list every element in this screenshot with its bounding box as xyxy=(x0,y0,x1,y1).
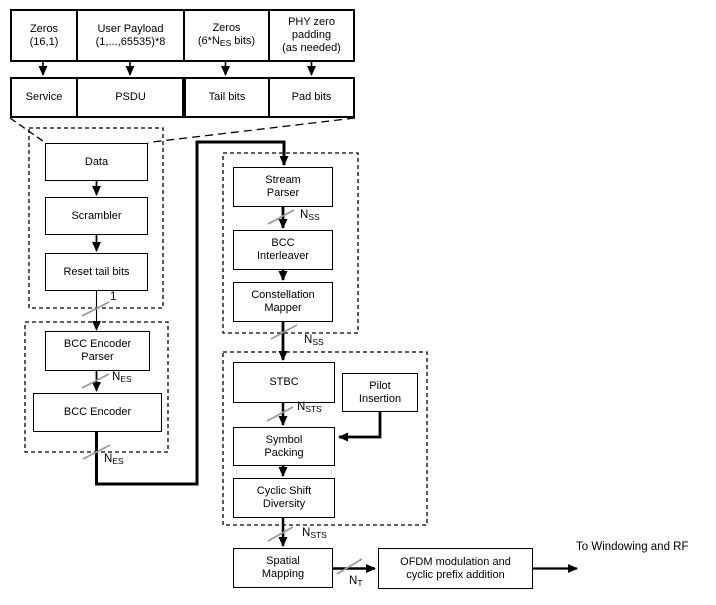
slash-nss-2 xyxy=(270,324,298,340)
block-label: BCC Encoder xyxy=(63,406,132,418)
field-user-payload: User Payload (1,...,65535)*8 xyxy=(78,11,183,60)
field-text: Service xyxy=(25,91,63,103)
field-tail-bits: Tail bits xyxy=(186,79,268,116)
block-constellation-mapper: Constellation Mapper xyxy=(233,282,333,322)
wire-label-one: 1 xyxy=(110,291,117,303)
wire-pilot-symbolpacking xyxy=(338,412,382,442)
output-label: To Windowing and RF xyxy=(576,541,689,553)
field-text: PHY zero xyxy=(288,16,335,28)
wire-label-nt: NT xyxy=(349,575,363,588)
slash-nt xyxy=(336,558,363,575)
field-text: User Payload xyxy=(97,22,164,35)
block-label: Cyclic Shift xyxy=(256,485,312,497)
block-scrambler: Scrambler xyxy=(45,197,148,235)
field-text: Zeros xyxy=(29,22,59,35)
wire-label-nes-2: NES xyxy=(104,453,124,466)
block-label: BCC Encoder xyxy=(63,338,132,350)
block-label: Pilot xyxy=(369,379,391,392)
block-label: cyclic prefix addition xyxy=(406,568,505,581)
slash-one xyxy=(81,301,110,317)
field-service: Service xyxy=(12,79,76,116)
block-label: STBC xyxy=(269,376,299,388)
ppdu-field-row: Service PSDU Tail bits Pad bits xyxy=(10,77,355,118)
block-bcc-encoder-parser: BCC Encoder Parser xyxy=(45,331,150,371)
block-cyclic-shift-diversity: Cyclic Shift Diversity xyxy=(233,478,335,518)
field-psdu: PSDU xyxy=(78,79,183,116)
field-text: padding xyxy=(291,29,332,41)
field-text: PSDU xyxy=(115,91,146,103)
block-data: Data xyxy=(45,143,148,181)
block-symbol-packing: Symbol Packing xyxy=(233,427,335,466)
block-label: OFDM modulation and xyxy=(400,555,511,568)
field-zeros-tail: Zeros (6*NES bits) xyxy=(185,11,268,60)
block-label: Scrambler xyxy=(71,209,122,222)
block-label: Parser xyxy=(81,351,114,363)
field-text: Pad bits xyxy=(291,91,332,103)
block-bcc-interleaver: BCC Interleaver xyxy=(233,230,333,270)
ppdu-source-row: Zeros (16,1) User Payload (1,...,65535)*… xyxy=(10,9,355,62)
block-pilot-insertion: Pilot Insertion xyxy=(342,373,418,412)
block-reset-tail-bits: Reset tail bits xyxy=(45,253,148,291)
expansion-dashes xyxy=(9,117,356,144)
block-label: Reset tail bits xyxy=(63,265,130,278)
block-label: Insertion xyxy=(358,392,402,405)
wire-label-nes-1: NES xyxy=(112,371,132,384)
block-ofdm-modulation: OFDM modulation and cyclic prefix additi… xyxy=(378,548,533,589)
block-label: BCC xyxy=(271,237,295,249)
divider xyxy=(76,11,78,60)
divider xyxy=(268,79,270,116)
field-pad-bits: Pad bits xyxy=(270,79,353,116)
block-label: Spatial xyxy=(266,555,300,567)
divider xyxy=(268,11,270,60)
wire-label-nsts-1: NSTS xyxy=(297,401,322,414)
block-label: Mapping xyxy=(261,568,305,580)
slash-nss-1 xyxy=(267,209,295,225)
field-text: (as needed) xyxy=(282,42,341,54)
slash-nsts-2 xyxy=(267,526,294,542)
wire-label-nss-1: NSS xyxy=(300,209,320,222)
block-bcc-encoder: BCC Encoder xyxy=(33,393,162,432)
divider-thick xyxy=(182,79,186,116)
block-label: Packing xyxy=(264,446,304,459)
dashed-groups xyxy=(24,127,428,526)
block-label: Data xyxy=(84,155,109,168)
field-text: (16,1) xyxy=(29,35,59,48)
divider xyxy=(183,11,185,60)
block-stbc: STBC xyxy=(233,362,335,403)
field-text: (1,...,65535)*8 xyxy=(95,35,166,48)
wire-label-nss-2: NSS xyxy=(304,334,324,347)
block-label: Symbol xyxy=(265,433,303,446)
block-label: Parser xyxy=(266,187,300,199)
field-text: (6*NES bits) xyxy=(197,34,256,48)
block-label: Stream xyxy=(265,174,301,186)
block-label: Diversity xyxy=(262,498,306,510)
field-phy-zero-padding: PHY zero padding (as needed) xyxy=(270,11,353,60)
block-label: Constellation xyxy=(251,289,315,301)
block-stream-parser: Stream Parser xyxy=(233,167,333,207)
field-text: Tail bits xyxy=(208,91,246,103)
divider xyxy=(76,79,78,116)
slash-nsts-1 xyxy=(266,406,294,422)
slash-nes-1 xyxy=(81,373,110,389)
field-zeros-service: Zeros (16,1) xyxy=(12,11,76,60)
block-label: Mapper xyxy=(264,302,302,314)
block-label: Interleaver xyxy=(257,250,309,262)
field-text: Zeros xyxy=(212,21,241,34)
row-arrows xyxy=(38,61,316,76)
wire-label-nsts-2: NSTS xyxy=(302,527,327,540)
block-spatial-mapping: Spatial Mapping xyxy=(233,548,333,588)
